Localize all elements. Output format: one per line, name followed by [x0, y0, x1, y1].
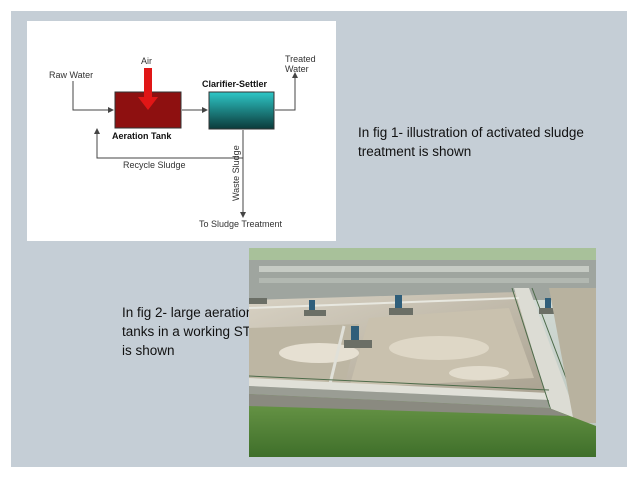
- caption-fig1: In fig 1- illustration of activated slud…: [358, 125, 584, 159]
- raw-water-label: Raw Water: [49, 70, 93, 80]
- recycle-sludge-label: Recycle Sludge: [123, 160, 186, 170]
- aeration-tank-label: Aeration Tank: [112, 131, 172, 141]
- sludge-treatment-label: To Sludge Treatment: [199, 219, 283, 229]
- clarifier-shape: [208, 91, 275, 130]
- treated-water-label-1: Treated: [285, 54, 316, 64]
- waste-sludge-label: Waste Sludge: [231, 145, 241, 201]
- treated-water-label-2: Water: [285, 64, 309, 74]
- air-arrow-icon: [138, 68, 158, 110]
- clarifier-label: Clarifier-Settler: [202, 79, 268, 89]
- recycle-sludge-line: [94, 128, 244, 159]
- aeration-tanks-photo: [249, 248, 596, 457]
- caption-fig2: In fig 2- large aeration tanks in a work…: [122, 305, 260, 358]
- air-label: Air: [141, 56, 152, 66]
- activated-sludge-diagram: Air Raw Water Treated Water Clarifier-Se…: [27, 21, 336, 241]
- treated-water-line: [275, 72, 298, 111]
- raw-water-line: [72, 81, 114, 113]
- slide: Air Raw Water Treated Water Clarifier-Se…: [11, 11, 627, 467]
